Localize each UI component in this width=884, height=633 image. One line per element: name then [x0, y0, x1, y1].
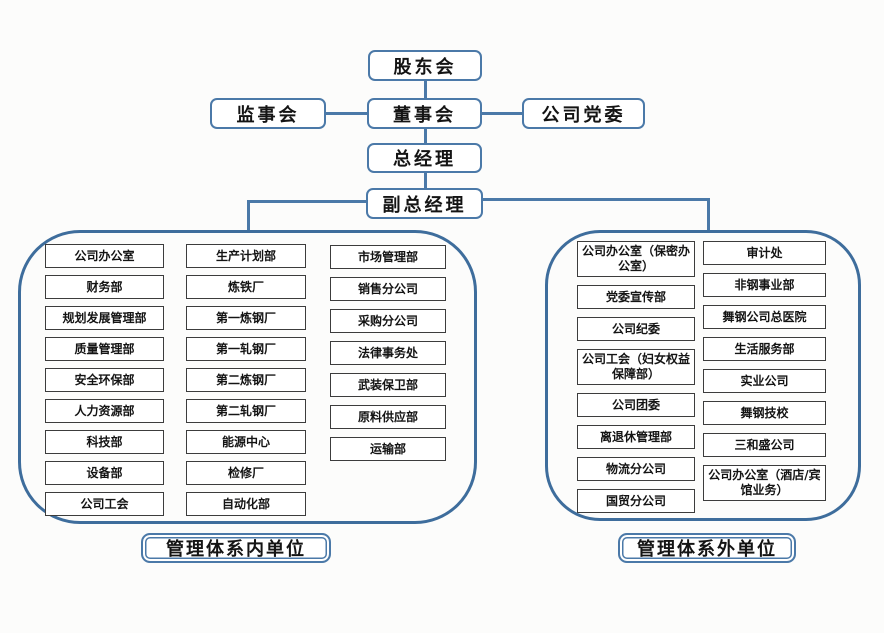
- unit-box: 原料供应部: [330, 405, 446, 429]
- connector-dgm-external-vertical: [707, 198, 710, 231]
- connector-directors-gm: [424, 128, 427, 144]
- external-units-container: [545, 230, 861, 521]
- unit-box: 规划发展管理部: [45, 306, 164, 330]
- connector-supervisory-directors: [326, 112, 368, 115]
- unit-box: 人力资源部: [45, 399, 164, 423]
- connector-shareholders-directors: [424, 80, 427, 99]
- caption-external-units: 管理体系外单位: [618, 533, 796, 563]
- connector-dgm-internal-horizontal: [247, 200, 367, 203]
- internal-units-column-3: 市场管理部销售分公司采购分公司法律事务处武装保卫部原料供应部运输部: [330, 245, 446, 461]
- unit-box: 审计处: [703, 241, 826, 265]
- internal-units-container: [18, 230, 477, 524]
- unit-box: 公司办公室: [45, 244, 164, 268]
- unit-box: 公司工会（妇女权益保障部）: [577, 349, 695, 385]
- unit-box: 第一轧钢厂: [186, 337, 306, 361]
- node-board-of-directors: 董事会: [367, 98, 482, 129]
- unit-box: 第一炼钢厂: [186, 306, 306, 330]
- unit-box: 设备部: [45, 461, 164, 485]
- unit-box: 公司工会: [45, 492, 164, 516]
- external-units-column-2: 审计处非钢事业部舞钢公司总医院生活服务部实业公司舞钢技校三和盛公司公司办公室（酒…: [703, 241, 826, 501]
- unit-box: 公司办公室（保密办公室）: [577, 241, 695, 277]
- unit-box: 实业公司: [703, 369, 826, 393]
- node-supervisory-board: 监事会: [210, 98, 326, 129]
- unit-box: 科技部: [45, 430, 164, 454]
- internal-units-column-1: 公司办公室财务部规划发展管理部质量管理部安全环保部人力资源部科技部设备部公司工会: [45, 244, 164, 516]
- node-general-manager: 总经理: [367, 143, 482, 173]
- unit-box: 党委宣传部: [577, 285, 695, 309]
- unit-box: 第二轧钢厂: [186, 399, 306, 423]
- unit-box: 舞钢技校: [703, 401, 826, 425]
- unit-box: 生产计划部: [186, 244, 306, 268]
- unit-box: 法律事务处: [330, 341, 446, 365]
- unit-box: 采购分公司: [330, 309, 446, 333]
- unit-box: 自动化部: [186, 492, 306, 516]
- unit-box: 第二炼钢厂: [186, 368, 306, 392]
- unit-box: 三和盛公司: [703, 433, 826, 457]
- unit-box: 舞钢公司总医院: [703, 305, 826, 329]
- unit-box: 运输部: [330, 437, 446, 461]
- connector-directors-party: [481, 112, 523, 115]
- unit-box: 质量管理部: [45, 337, 164, 361]
- unit-box: 公司纪委: [577, 317, 695, 341]
- caption-internal-units: 管理体系内单位: [141, 533, 331, 563]
- unit-box: 公司团委: [577, 393, 695, 417]
- unit-box: 安全环保部: [45, 368, 164, 392]
- unit-box: 国贸分公司: [577, 489, 695, 513]
- internal-units-column-2: 生产计划部炼铁厂第一炼钢厂第一轧钢厂第二炼钢厂第二轧钢厂能源中心检修厂自动化部: [186, 244, 306, 516]
- unit-box: 能源中心: [186, 430, 306, 454]
- node-deputy-general-manager: 副总经理: [366, 188, 483, 219]
- unit-box: 物流分公司: [577, 457, 695, 481]
- node-party-committee: 公司党委: [522, 98, 645, 129]
- unit-box: 财务部: [45, 275, 164, 299]
- unit-box: 武装保卫部: [330, 373, 446, 397]
- unit-box: 公司办公室（酒店/宾馆业务）: [703, 465, 826, 501]
- unit-box: 离退休管理部: [577, 425, 695, 449]
- unit-box: 生活服务部: [703, 337, 826, 361]
- external-units-column-1: 公司办公室（保密办公室） 党委宣传部公司纪委公司工会（妇女权益保障部） 公司团委离退…: [577, 241, 695, 513]
- node-shareholders-meeting: 股东会: [368, 50, 482, 81]
- connector-dgm-internal-vertical: [247, 200, 250, 231]
- unit-box: 非钢事业部: [703, 273, 826, 297]
- connector-dgm-external-horizontal: [482, 198, 710, 201]
- unit-box: 销售分公司: [330, 277, 446, 301]
- unit-box: 市场管理部: [330, 245, 446, 269]
- unit-box: 炼铁厂: [186, 275, 306, 299]
- connector-gm-dgm: [424, 172, 427, 189]
- unit-box: 检修厂: [186, 461, 306, 485]
